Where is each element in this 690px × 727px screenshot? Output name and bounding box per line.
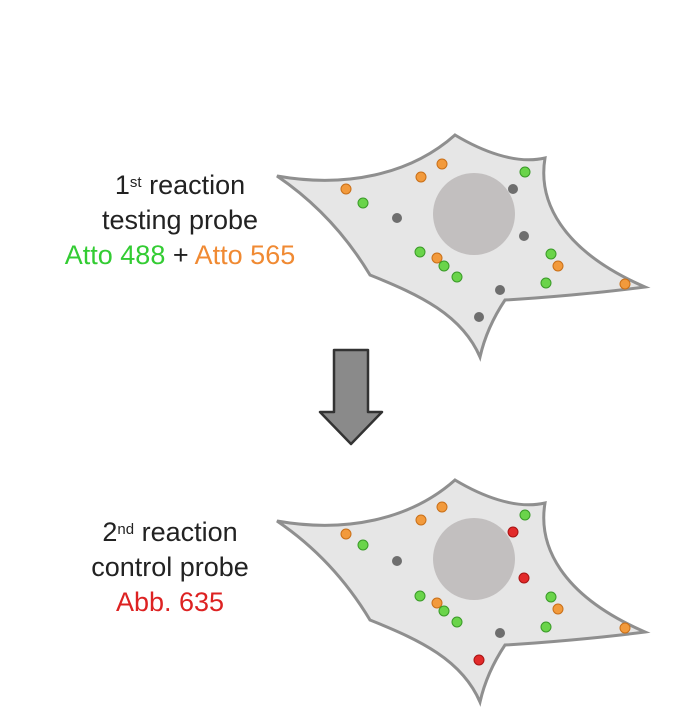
reaction2-title: 2nd reaction bbox=[40, 515, 300, 550]
dot-gray bbox=[495, 628, 505, 638]
reaction1-suffix: st bbox=[129, 174, 142, 191]
reaction1-title: 1st reaction bbox=[50, 168, 310, 203]
dot-red bbox=[507, 526, 519, 538]
dot-green bbox=[545, 591, 557, 603]
dots-top bbox=[340, 158, 631, 322]
dot-orange bbox=[431, 252, 443, 264]
dot-green bbox=[438, 605, 450, 617]
reaction2-subtitle: control probe bbox=[91, 552, 249, 582]
reaction2-label: 2nd reaction control probe Abb. 635 bbox=[40, 515, 300, 620]
dot-orange bbox=[436, 158, 448, 170]
nucleus-icon bbox=[433, 173, 515, 255]
plus-sign: + bbox=[172, 240, 189, 270]
dot-gray bbox=[474, 312, 484, 322]
reaction2-suffix: nd bbox=[117, 521, 135, 538]
dot-green bbox=[540, 277, 552, 289]
dot-green bbox=[540, 621, 552, 633]
dot-green bbox=[414, 246, 426, 258]
dot-green bbox=[545, 248, 557, 260]
dot-green bbox=[451, 271, 463, 283]
reaction1-dyes: Atto 488 + Atto 565 bbox=[50, 238, 310, 273]
dot-orange bbox=[552, 603, 564, 615]
dot-red bbox=[473, 654, 485, 666]
reaction1-label: 1st reaction testing probe Atto 488 + At… bbox=[50, 168, 310, 273]
dot-gray bbox=[495, 285, 505, 295]
dot-green bbox=[519, 166, 531, 178]
dot-orange bbox=[340, 183, 352, 195]
dot-orange bbox=[552, 260, 564, 272]
dots-bottom bbox=[340, 501, 631, 666]
dot-orange bbox=[619, 622, 631, 634]
dot-green bbox=[438, 260, 450, 272]
nucleus-icon bbox=[433, 518, 515, 600]
reaction2-number: 2 bbox=[102, 517, 118, 547]
dot-orange bbox=[415, 171, 427, 183]
dot-orange bbox=[415, 514, 427, 526]
dot-orange bbox=[431, 597, 443, 609]
reaction1-number: 1 bbox=[114, 170, 130, 200]
dye-abb-635: Abb. 635 bbox=[115, 587, 225, 617]
dye-atto-488: Atto 488 bbox=[64, 240, 166, 270]
cell-icon-top bbox=[276, 133, 651, 362]
reaction2-title-text: reaction bbox=[141, 517, 238, 547]
dot-green bbox=[357, 539, 369, 551]
reaction1-title-text: reaction bbox=[149, 170, 246, 200]
dot-gray bbox=[392, 213, 402, 223]
dot-green bbox=[414, 590, 426, 602]
dot-gray bbox=[508, 184, 518, 194]
dot-green bbox=[451, 616, 463, 628]
dot-red bbox=[518, 572, 530, 584]
dot-orange bbox=[436, 501, 448, 513]
cell-icon-bottom bbox=[276, 478, 651, 707]
dot-green bbox=[357, 197, 369, 209]
dot-gray bbox=[519, 231, 529, 241]
reaction1-subtitle: testing probe bbox=[101, 205, 259, 235]
dot-orange bbox=[619, 278, 631, 290]
down-arrow-icon bbox=[318, 348, 384, 446]
dye-atto-565: Atto 565 bbox=[194, 240, 296, 270]
dot-gray bbox=[392, 556, 402, 566]
dot-orange bbox=[340, 528, 352, 540]
dot-green bbox=[519, 509, 531, 521]
